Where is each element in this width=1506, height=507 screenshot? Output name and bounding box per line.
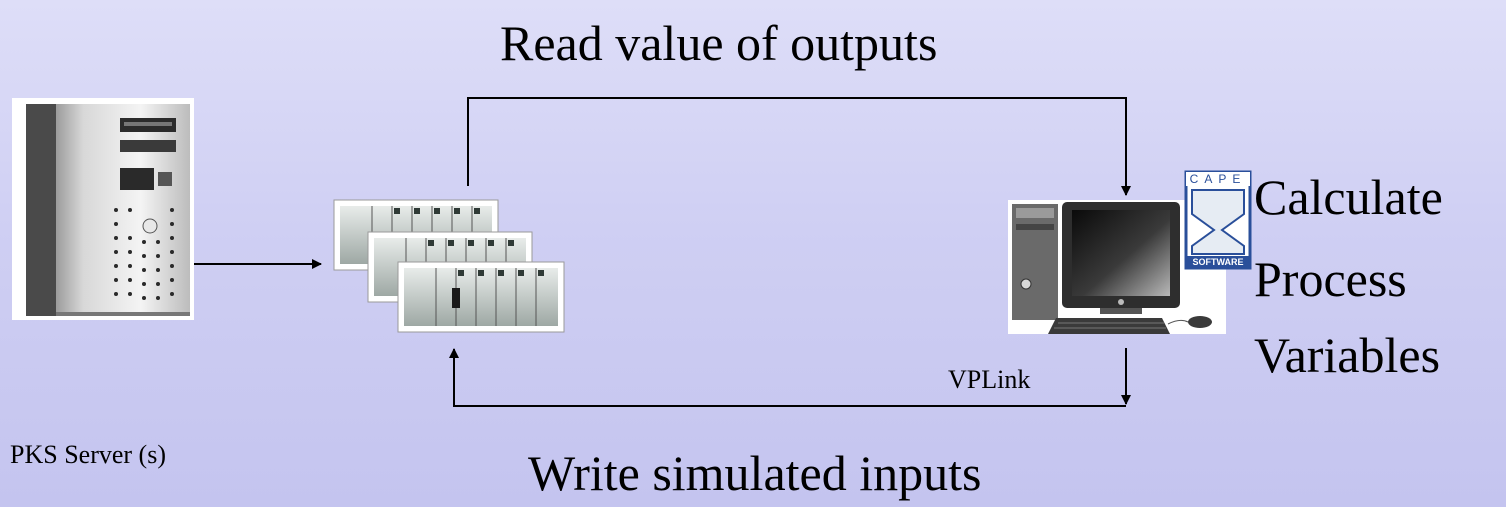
- logo-word: SOFTWARE: [1193, 257, 1244, 267]
- read-outputs-label: Read value of outputs: [500, 15, 938, 71]
- vplink-label: VPLink: [948, 365, 1031, 394]
- write-inputs-arrow: [449, 348, 1126, 407]
- read-outputs-arrow: [467, 97, 1131, 196]
- write-inputs-label: Write simulated inputs: [528, 445, 982, 501]
- process-line-3: Variables: [1254, 327, 1441, 383]
- pks-server-icon: [12, 98, 194, 320]
- controller-racks-icon: [333, 199, 565, 333]
- cape-software-logo: CAPE SOFTWARE: [1184, 170, 1252, 270]
- process-line-2: Process: [1254, 251, 1407, 307]
- logo-letters: CAPE: [1190, 172, 1247, 186]
- process-line-1: Calculate: [1254, 169, 1443, 225]
- controller-rack-3: [397, 261, 565, 333]
- pks-server-label: PKS Server (s): [10, 440, 166, 469]
- connectors: [194, 97, 1131, 407]
